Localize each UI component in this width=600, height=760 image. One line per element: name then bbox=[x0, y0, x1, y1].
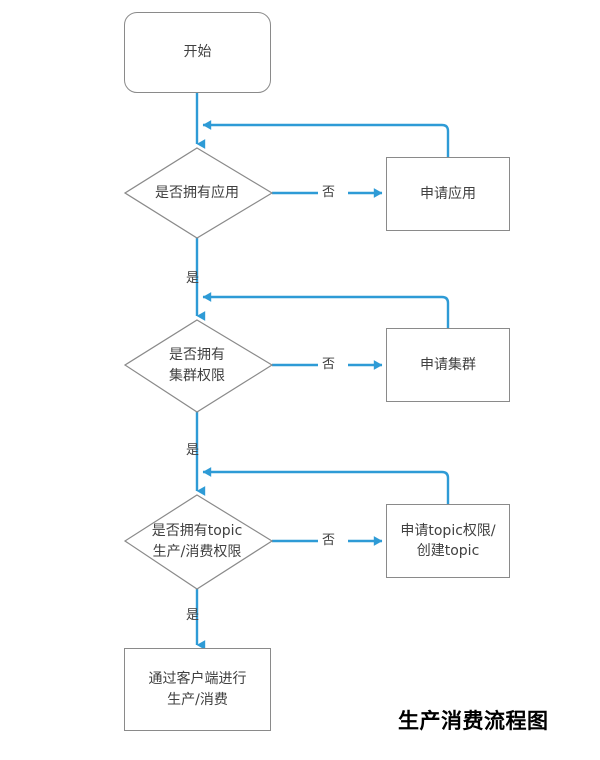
edge-label-yes-topic: 是 bbox=[186, 608, 200, 623]
node-decision-cluster[interactable]: 是否拥有 集群权限 bbox=[112, 320, 282, 412]
node-action-app-label: 申请应用 bbox=[420, 185, 476, 202]
node-decision-app-label: 是否拥有应用 bbox=[155, 184, 239, 201]
node-end-label-line1: 通过客户端进行 bbox=[148, 671, 247, 688]
edge-label-no-app: 否 bbox=[322, 185, 336, 200]
diagram-caption: 生产消费流程图 bbox=[398, 709, 549, 733]
node-action-cluster-label: 申请集群 bbox=[420, 356, 476, 373]
node-end[interactable]: 通过客户端进行 生产/消费 bbox=[124, 648, 271, 731]
decision-cluster-shape bbox=[123, 319, 274, 413]
edge-feedback-app bbox=[202, 120, 450, 157]
node-start-label: 开始 bbox=[183, 44, 212, 61]
edge-label-no-cluster: 否 bbox=[322, 357, 336, 372]
decision-app-shape bbox=[123, 147, 274, 239]
node-action-cluster[interactable]: 申请集群 bbox=[386, 328, 510, 402]
edge-feedback-topic bbox=[202, 467, 450, 504]
node-decision-topic-label-line1: 是否拥有topic bbox=[151, 523, 243, 539]
edge-label-yes-app: 是 bbox=[186, 271, 200, 286]
node-decision-topic[interactable]: 是否拥有topic 生产/消费权限 bbox=[102, 495, 292, 589]
edge-label-no-topic: 否 bbox=[322, 533, 336, 548]
node-decision-cluster-label-line1: 是否拥有 bbox=[169, 347, 225, 363]
node-decision-app[interactable]: 是否拥有应用 bbox=[112, 148, 282, 238]
edge-label-yes-cluster: 是 bbox=[186, 443, 200, 458]
node-end-label-line2: 生产/消费 bbox=[167, 691, 228, 708]
node-start[interactable]: 开始 bbox=[124, 12, 271, 93]
node-action-topic[interactable]: 申请topic权限/ 创建topic bbox=[386, 504, 510, 578]
node-decision-topic-label-line2: 生产/消费权限 bbox=[152, 544, 242, 560]
node-action-topic-label-line1: 申请topic权限/ bbox=[400, 522, 496, 539]
decision-topic-shape bbox=[123, 494, 274, 590]
node-decision-cluster-label-line2: 集群权限 bbox=[169, 368, 225, 384]
node-action-topic-label-line2: 创建topic bbox=[416, 543, 480, 559]
edge-feedback-cluster bbox=[202, 292, 450, 328]
node-action-app[interactable]: 申请应用 bbox=[386, 157, 510, 231]
